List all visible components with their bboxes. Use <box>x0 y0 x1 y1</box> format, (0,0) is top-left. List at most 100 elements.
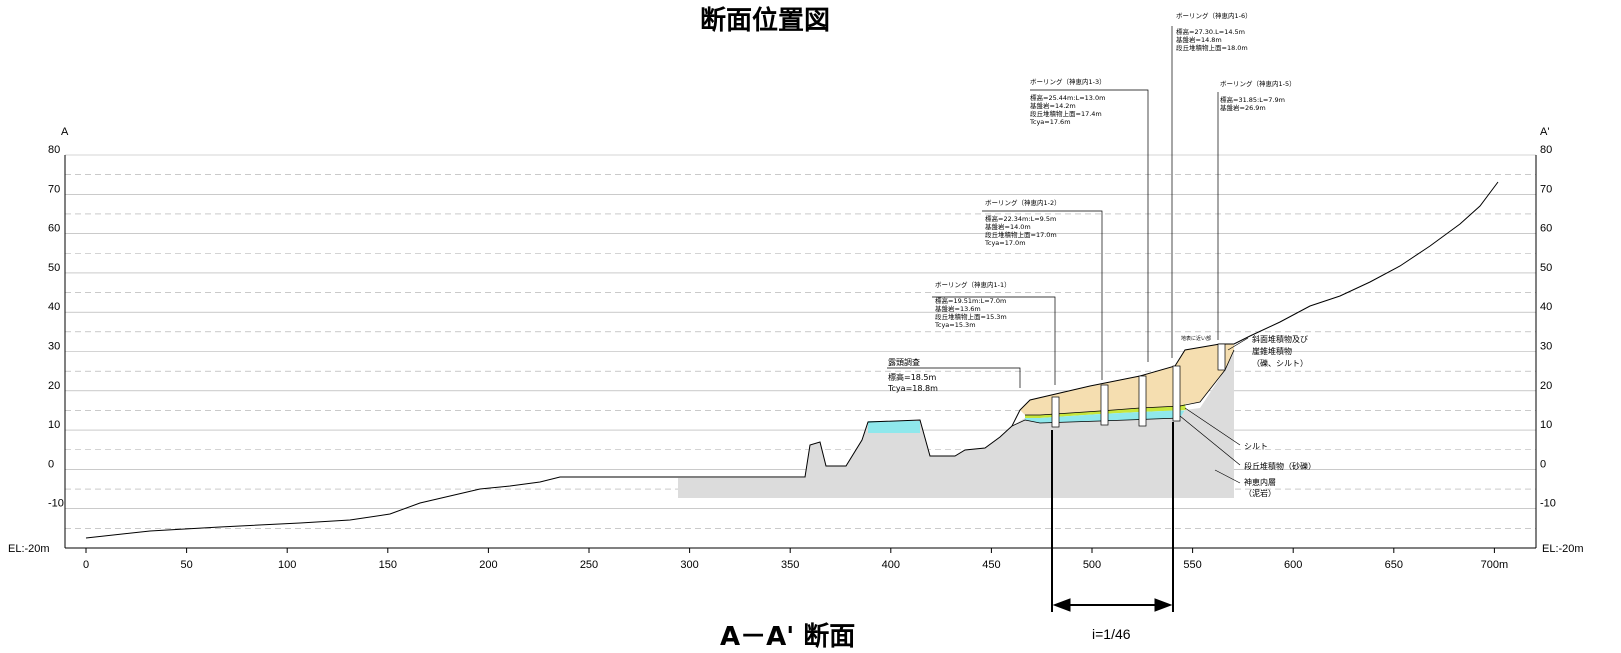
legend-bedrock: 神恵内層 <box>1244 477 1276 487</box>
borehole-labels: ボーリング（神恵内1-1）標高=19.51m:L=7.0m基盤岩=13.6m段丘… <box>934 11 1296 329</box>
y-tick-label: 60 <box>1540 223 1552 235</box>
borehole-column <box>1100 384 1109 426</box>
y-tick-label: 30 <box>48 341 60 353</box>
x-tick-label: 600 <box>1284 559 1302 571</box>
legend-leaders <box>1179 337 1249 484</box>
x-tick-label: 550 <box>1183 559 1201 571</box>
arrowhead-left <box>1052 598 1071 612</box>
y-tick-label: 80 <box>1540 144 1552 156</box>
borehole-column <box>1217 343 1226 371</box>
borehole-title: ボーリング（神恵内1-1） <box>935 280 1011 289</box>
x-tick-label: 0 <box>83 559 89 571</box>
y-tick-label: 0 <box>48 458 54 470</box>
bedrock-top-line <box>1011 417 1181 427</box>
legend-silt: シルト <box>1244 442 1268 451</box>
borehole-data-line: 標高=27.30.L=14.5m <box>1176 27 1245 36</box>
x-tick-label: 350 <box>781 559 799 571</box>
y-tick-label: 10 <box>1540 419 1552 431</box>
x-tick-label: 700m <box>1481 559 1509 571</box>
leader-bh-3 <box>1030 89 1149 362</box>
y-tick-label: 40 <box>1540 301 1552 313</box>
y-tick-label: -10 <box>48 498 64 510</box>
leader-bh-2 <box>982 210 1103 380</box>
borehole-data-line: 標高=25.44m:L=13.0m <box>1030 93 1105 102</box>
bedrock-layer <box>678 350 1234 498</box>
borehole-data-line: 基盤岩=14.0m <box>985 222 1031 231</box>
x-tick-label: 650 <box>1385 559 1403 571</box>
arrowhead-right <box>1154 598 1173 612</box>
y-tick-label: 70 <box>48 183 60 195</box>
y-tick-label: 70 <box>1540 183 1552 195</box>
borehole-title: ボーリング（神恵内1-5） <box>1220 79 1296 88</box>
borehole-title: ボーリング（神恵内1-2） <box>985 198 1061 207</box>
borehole-data-line: 基盤岩=14.2m <box>1030 101 1076 110</box>
borehole-data-line: 標高=31.85:L=7.9m <box>1220 95 1285 104</box>
x-tick-label: 400 <box>882 559 900 571</box>
leader-outcrop <box>887 367 1021 388</box>
legend-colluvium: 崖錐堆積物 <box>1252 346 1292 356</box>
leader-silt <box>1184 407 1241 446</box>
borehole-data-line: 標高=22.34m:L=9.5m <box>985 214 1056 223</box>
borehole-data-line: 段丘堆積物上面=18.0m <box>1176 43 1248 52</box>
colluvium-base-line <box>1025 349 1235 416</box>
leader-colluvium <box>1227 337 1249 351</box>
leader-bh-1 <box>932 296 1056 385</box>
section-title: A－A' 断面 <box>720 622 856 652</box>
legend-bedrock: （泥岩） <box>1244 488 1276 498</box>
y-tick-label: 80 <box>48 144 60 156</box>
right-base-label: EL:-20m <box>1542 543 1584 555</box>
left-base-label: EL:-20m <box>8 543 50 555</box>
borehole-leaders <box>887 26 1219 388</box>
right-section-marker: A' <box>1540 126 1549 138</box>
leader-bedrock <box>1214 469 1241 484</box>
borehole-data-line: 基盤岩=14.8m <box>1176 35 1222 44</box>
x-tick-label: 450 <box>982 559 1000 571</box>
left-section-marker: A <box>61 126 69 138</box>
borehole-data-line: Tcya=17.0m <box>984 239 1026 247</box>
x-tick-label: 500 <box>1083 559 1101 571</box>
outcrop-title: 露頭調査 <box>888 357 920 367</box>
borehole-data-line: Tcya=17.6m <box>1029 118 1071 126</box>
x-tick-label: 200 <box>479 559 497 571</box>
surface-note: 地表に近い部 <box>1181 335 1211 342</box>
borehole-data-line: 段丘堆積物上面=15.3m <box>935 312 1007 321</box>
gradient-label: i=1/46 <box>1092 626 1131 642</box>
ground-surface-profile <box>85 181 1499 539</box>
borehole-data-line: 標高=19.51m:L=7.0m <box>935 296 1006 305</box>
x-tick-label: 50 <box>180 559 192 571</box>
outcrop-line: Tcya=18.8m <box>887 384 938 393</box>
gradient-dimension <box>1051 422 1174 612</box>
colluvium-layer <box>1020 344 1234 415</box>
x-tick-label: 300 <box>680 559 698 571</box>
x-tick-label: 150 <box>379 559 397 571</box>
x-tick-label: 100 <box>278 559 296 571</box>
page-title: 断面位置図 <box>700 6 831 36</box>
y-tick-label: 0 <box>1540 458 1546 470</box>
y-tick-label: 30 <box>1540 341 1552 353</box>
y-tick-label: -10 <box>1540 498 1556 510</box>
y-tick-label: 50 <box>1540 262 1552 274</box>
y-tick-label: 60 <box>48 223 60 235</box>
y-tick-label: 40 <box>48 301 60 313</box>
borehole-columns <box>1051 343 1226 428</box>
outcrop-line: 標高=18.5m <box>888 372 937 382</box>
outcrop-label: 露頭調査 標高=18.5m Tcya=18.8m <box>887 357 938 393</box>
legend-colluvium: （礫、シルト） <box>1252 358 1308 368</box>
hill-top-cap <box>868 421 920 433</box>
legend-colluvium: 斜面堆積物及び <box>1252 334 1308 344</box>
legend-terrace: 段丘堆積物（砂礫） <box>1244 461 1316 471</box>
y-tick-label: 50 <box>48 262 60 274</box>
borehole-title: ボーリング（神恵内1-6） <box>1176 11 1252 20</box>
borehole-column <box>1051 396 1060 428</box>
borehole-data-line: 段丘堆積物上面=17.0m <box>985 230 1057 239</box>
borehole-column <box>1172 365 1181 422</box>
y-tick-label: 20 <box>1540 380 1552 392</box>
borehole-data-line: Tcya=15.3m <box>934 321 976 329</box>
borehole-data-line: 基盤岩=13.6m <box>935 304 981 313</box>
borehole-data-line: 段丘堆積物上面=17.4m <box>1030 109 1102 118</box>
y-tick-label: 10 <box>48 419 60 431</box>
legend-labels: 斜面堆積物及び 崖錐堆積物 （礫、シルト） シルト 段丘堆積物（砂礫） 神恵内層… <box>1244 334 1316 498</box>
